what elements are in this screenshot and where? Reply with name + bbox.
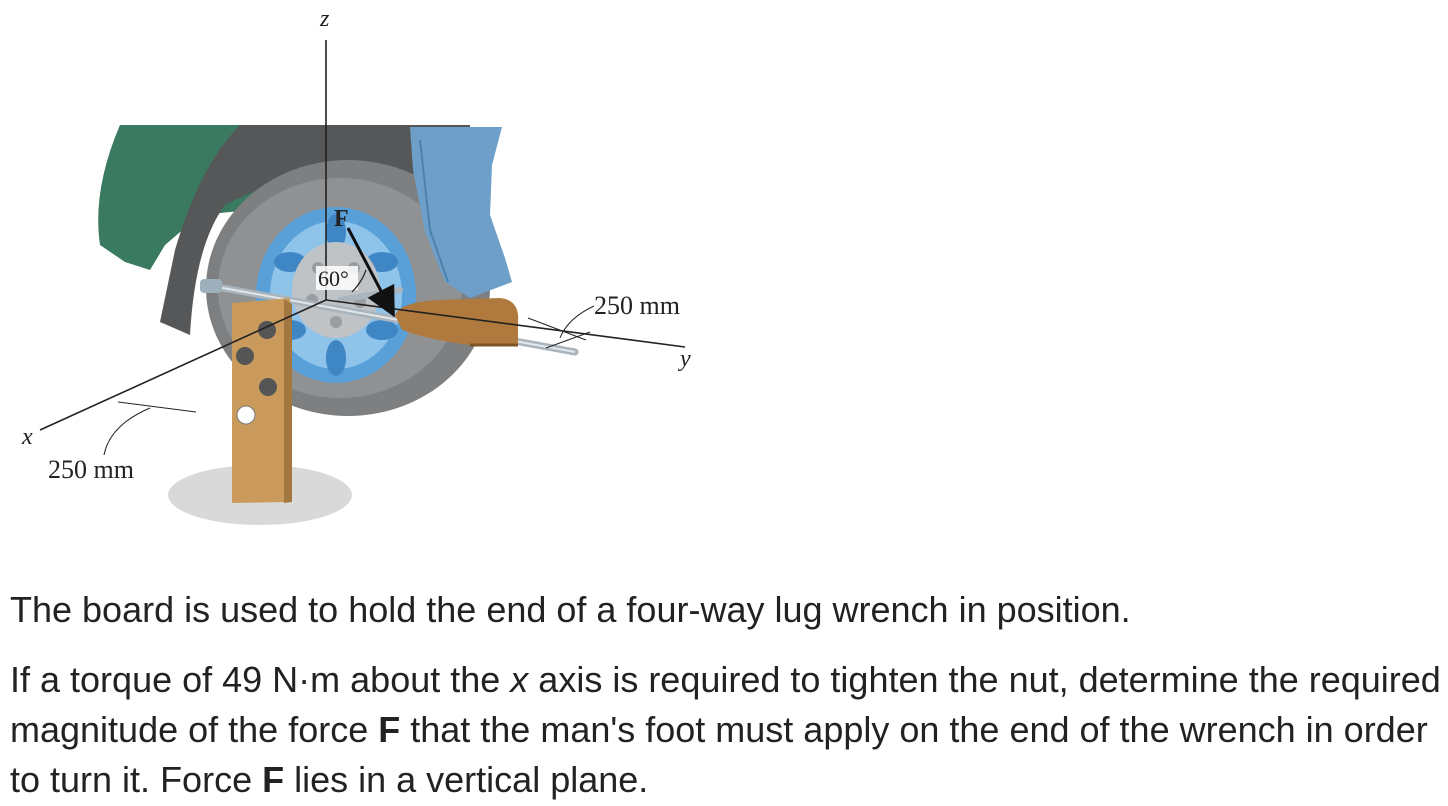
angle-label: 60° xyxy=(318,266,349,291)
jeans xyxy=(410,127,512,298)
dimension-label-right: 250 mm xyxy=(594,291,680,320)
shoe xyxy=(395,298,519,345)
lug-wrench-illustration: z x y F 60° 250 mm xyxy=(21,6,691,525)
force-label: F xyxy=(334,206,349,232)
intro-paragraph: The board is used to hold the end of a f… xyxy=(10,589,1131,630)
force-arrow xyxy=(346,227,395,318)
dimension-label-left: 250 mm xyxy=(48,455,134,484)
variable-x: x xyxy=(510,659,529,700)
force-symbol: F xyxy=(378,709,401,750)
y-axis-label: y xyxy=(678,346,691,372)
problem-figure: z x y F 60° 250 mm xyxy=(0,0,760,560)
x-axis xyxy=(39,299,327,431)
fender xyxy=(160,125,470,335)
problem-statement: The board is used to hold the end of a f… xyxy=(10,585,1442,805)
force-symbol: F xyxy=(262,759,285,800)
x-axis-label: x xyxy=(21,424,33,450)
z-axis-label: z xyxy=(319,6,330,32)
question-paragraph: If a torque of 49 N·m about the x axis i… xyxy=(10,659,1441,800)
